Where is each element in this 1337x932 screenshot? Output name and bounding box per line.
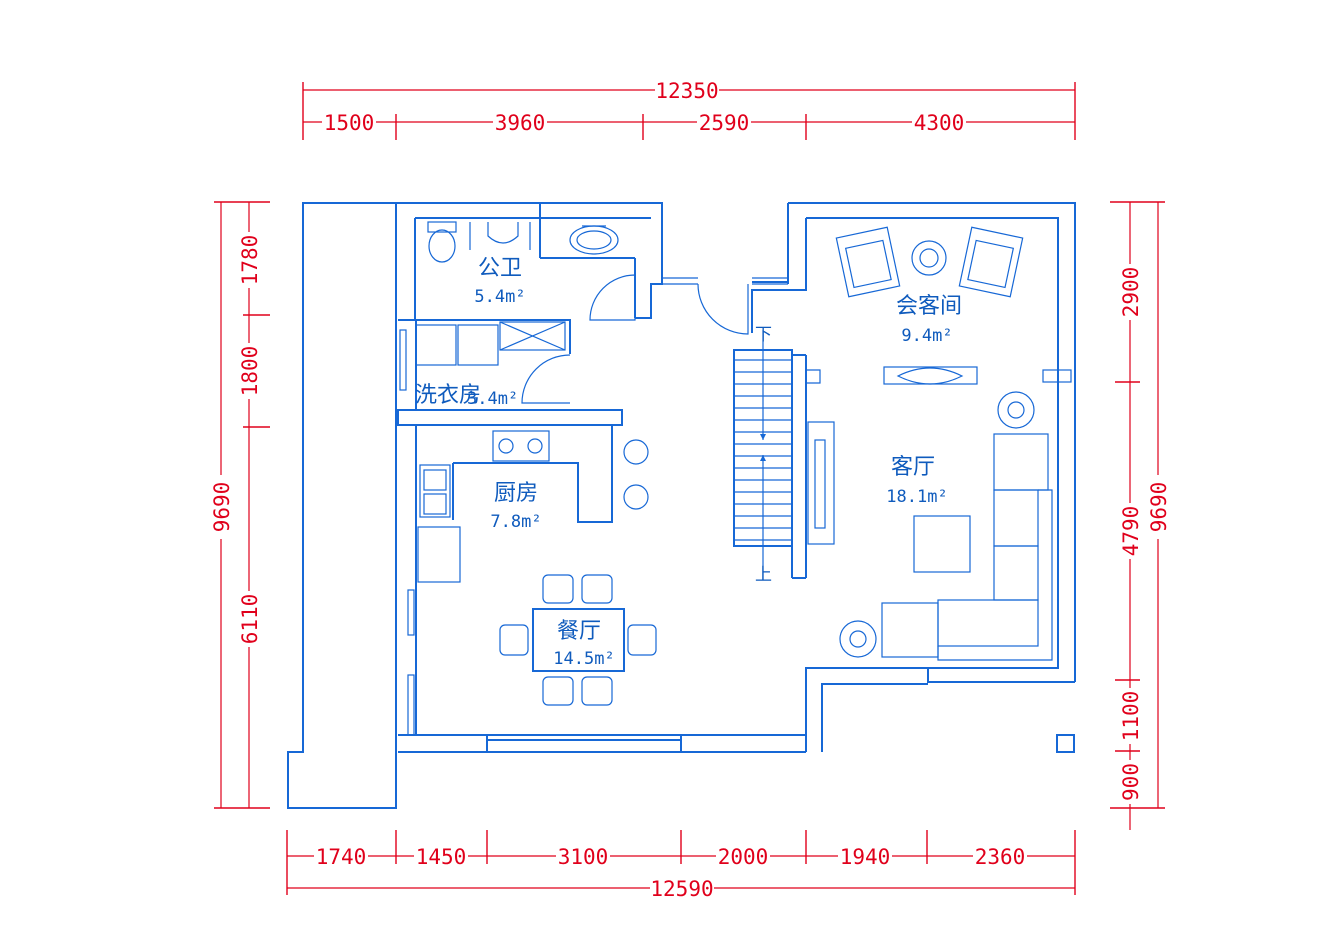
room-area-living: 18.1m² — [886, 487, 947, 507]
kitchen-sink-icon — [419, 464, 451, 518]
dining-table-icon — [499, 574, 657, 706]
lamp-icon — [997, 391, 1035, 429]
stove-icon — [492, 430, 550, 462]
bar-stool-icon — [623, 484, 649, 510]
dim-top-total: 12350 — [655, 79, 718, 103]
dim-bottom-seg-5: 1940 — [840, 845, 891, 869]
lamp-icon — [839, 620, 877, 658]
room-name-reception: 会客间 — [896, 294, 962, 319]
dim-top-seg-4: 4300 — [914, 111, 965, 135]
dim-bottom-total: 12590 — [650, 877, 713, 901]
dim-bottom-seg-2: 1450 — [416, 845, 467, 869]
dim-right-seg-4: 900 — [1119, 763, 1143, 801]
room-labels: 公卫 5.4m² 洗衣房 3.4m² 厨房 7.8m² 餐厅 14.5m² 会客… — [415, 256, 962, 669]
dim-left-seg-3: 6110 — [238, 594, 262, 645]
room-name-laundry: 洗衣房 — [415, 383, 481, 408]
dimension-bottom: 1740 1450 3100 2000 1940 2360 12590 — [286, 830, 1076, 901]
coffee-table-icon — [913, 515, 971, 573]
room-area-kitchen: 7.8m² — [490, 512, 541, 532]
tv-cabinet-icon — [883, 366, 978, 385]
dim-right-seg-2: 4790 — [1119, 506, 1143, 557]
room-area-public-bath: 5.4m² — [474, 287, 525, 307]
washing-machine-icon — [415, 321, 566, 366]
armchair-icon — [958, 226, 1024, 298]
room-name-kitchen: 厨房 — [494, 481, 538, 506]
dim-right-seg-3: 1100 — [1119, 691, 1143, 742]
shower-icon — [469, 222, 531, 250]
tv-icon — [807, 421, 835, 545]
dimension-left: 9690 1780 1800 6110 — [209, 201, 270, 809]
dim-left-total: 9690 — [210, 482, 234, 533]
room-name-public-bath: 公卫 — [478, 256, 522, 281]
side-table-icon — [911, 240, 947, 276]
dimension-top: 12350 1500 3960 2590 4300 — [302, 78, 1076, 140]
staircase: 下 上 — [733, 325, 821, 585]
dim-right-seg-1: 2900 — [1119, 267, 1143, 318]
bar-stool-icon — [623, 439, 649, 465]
dim-bottom-seg-3: 3100 — [558, 845, 609, 869]
dimension-right: 2900 4790 1100 900 9690 — [1110, 201, 1171, 830]
dim-bottom-seg-6: 2360 — [975, 845, 1026, 869]
dim-left-seg-2: 1800 — [238, 346, 262, 397]
doors — [521, 274, 749, 404]
walls — [287, 202, 1076, 809]
dim-top-seg-1: 1500 — [324, 111, 375, 135]
armchair-icon — [835, 226, 901, 298]
stairs-down-label: 下 — [755, 325, 772, 345]
toilet-icon — [427, 221, 457, 263]
sofa-icon — [881, 433, 1053, 661]
room-area-reception: 9.4m² — [901, 326, 952, 346]
fridge-icon — [417, 526, 461, 583]
dim-top-seg-3: 2590 — [699, 111, 750, 135]
dim-bottom-seg-1: 1740 — [316, 845, 367, 869]
dim-left-seg-1: 1780 — [238, 235, 262, 286]
stairs-up-label: 上 — [755, 565, 772, 585]
washbasin-icon — [569, 225, 619, 255]
room-name-living: 客厅 — [891, 455, 935, 480]
room-name-dining: 餐厅 — [557, 619, 601, 644]
dim-top-seg-2: 3960 — [495, 111, 546, 135]
room-area-dining: 14.5m² — [553, 649, 614, 669]
dim-right-total: 9690 — [1147, 482, 1171, 533]
fixtures — [415, 221, 1053, 706]
dim-bottom-seg-4: 2000 — [718, 845, 769, 869]
room-area-laundry: 3.4m² — [467, 389, 518, 409]
